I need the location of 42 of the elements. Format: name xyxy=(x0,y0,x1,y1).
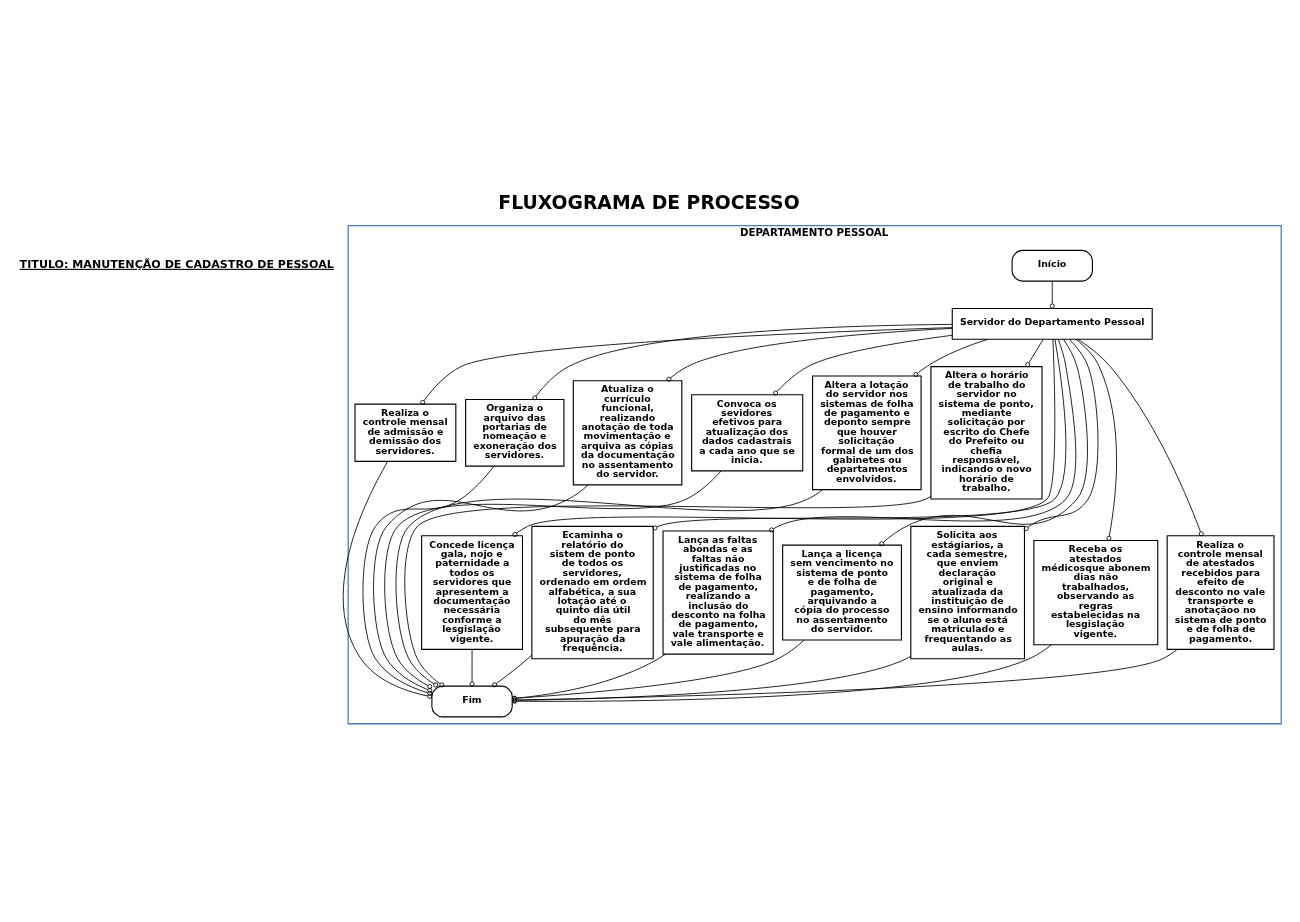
connector xyxy=(913,338,989,378)
node-box: Lança a licença sem vencimento no sistema de ponto e de folha de pagamento, arquivando a cópia do processo no assentamento do servidor. xyxy=(782,544,902,641)
connector xyxy=(395,489,823,688)
diagram-title: FLUXOGRAMA DE PROCESSO xyxy=(498,192,800,214)
node-box: Atualiza o currículo funcional, realizando anotação de toda movimentação e arquiva as cópias da documentação no assentamento do servidor. xyxy=(572,380,683,486)
connector xyxy=(532,323,953,401)
connector xyxy=(404,496,932,688)
node-box: Realiza o controle mensal de atestados recebidos para efeito de desconto no vale transporte e anotaçãoo no sistema de ponto e de folha de pagamento. xyxy=(1166,535,1275,650)
node-box: Altera a lotação do servidor nos sistemas de folha de pagamento e deponto sempre que houver solicitação formal de um dos gabinetes ou departamentos envolvidos. xyxy=(812,375,922,491)
node-box: Altera o horário de trabalho do servidor no sistema de ponto, mediante solicitação por escrito do Chefe do Prefeito ou chefia responsável, indicando o novo horário de trabalho. xyxy=(930,366,1043,500)
connector xyxy=(511,653,666,701)
node-box: Servidor do Departamento Pessoal xyxy=(951,307,1153,340)
connector xyxy=(512,338,1056,537)
connector xyxy=(492,654,532,688)
connector xyxy=(342,461,433,699)
node-box: Convoca os sevidores efetivos para atualização dos dados cadastrais a cada ano que se inicia. xyxy=(691,394,804,472)
connector xyxy=(373,484,589,693)
node-box: Início xyxy=(1011,249,1093,282)
connector xyxy=(362,465,495,696)
label: TITULO: MANUTENÇÃO DE CADASTRO DE PESSOAL xyxy=(19,257,334,271)
connector xyxy=(1077,338,1204,537)
connector xyxy=(1049,281,1055,309)
node-box: Concede licença gala, nojo e paternidade a todos os servidores que apresentem a documentação necessária conforme a lesgislação vigente. xyxy=(421,535,524,650)
node-box: Organiza o arquivo das portarias de nomeação e exoneração dos servidores. xyxy=(465,398,565,467)
connector xyxy=(1023,339,1099,531)
connector xyxy=(773,334,953,396)
connector xyxy=(879,338,1088,547)
node-box: Receba os atestados médicosque abonem dias não trabalhados, observando as regras estabelecidas na lesgislação vigente. xyxy=(1033,539,1159,646)
connector xyxy=(769,339,1077,533)
connector xyxy=(384,470,722,689)
connector xyxy=(469,649,475,687)
connector xyxy=(420,327,953,405)
connector xyxy=(1075,338,1117,541)
connector xyxy=(511,639,805,701)
connector xyxy=(666,327,953,382)
node-box: Lança as faltas abondas e as faltas não justificadas no sistema de folha de pagamento, realizando a inclusão do desconto na folha de pagamento, vale transporte e vale alimentação. xyxy=(662,530,774,655)
connector xyxy=(652,339,1067,531)
node-box: Solicita aos estágiarios, a cada semestre, que enviem declaração original e atualizada da instituição de ensino informando se o aluno está matriculado e frequentando as aulas. xyxy=(910,525,1026,660)
connector xyxy=(1025,338,1044,368)
node-box: Fim xyxy=(431,685,513,718)
node-box: Realiza o controle mensal de admissão e demissão dos servidores. xyxy=(354,403,457,462)
node-box: Ecaminha o relatório do sistem de ponto de todos os servidores, ordenado em ordem alfabética, a sua lotação até o quinto dia útil do mês subsequente para apuração da frequência. xyxy=(531,525,654,660)
